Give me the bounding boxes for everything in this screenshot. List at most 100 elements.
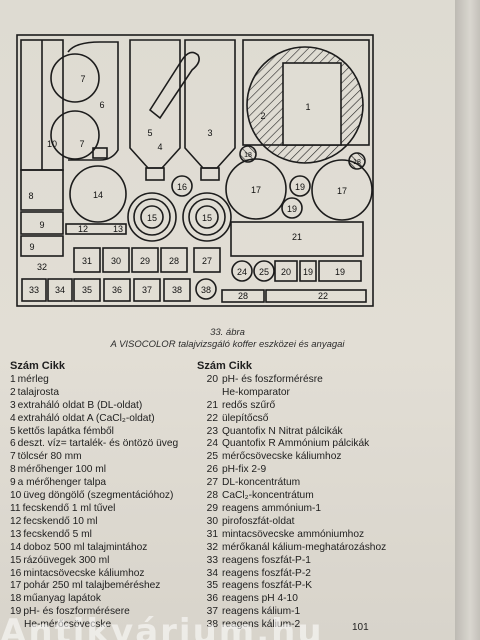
item-text: reagens kálium-2: [222, 619, 301, 631]
label-9b: 9: [29, 242, 34, 252]
item-number: 38: [206, 619, 218, 631]
label-7a: 7: [80, 74, 85, 84]
item-text: redős szűrő: [222, 399, 276, 411]
label-16: 16: [177, 182, 187, 192]
label-19d: 19: [335, 267, 345, 277]
item-text: reagens ammónium-1: [222, 502, 322, 514]
item-text: reagens foszfát-P-K: [222, 580, 313, 592]
funnel-7-bottom: [50, 110, 100, 160]
item-text: extraháló oldat A (CaCl₂-oldat): [17, 412, 155, 424]
item-number: 28: [206, 490, 218, 502]
label-30: 30: [111, 256, 121, 266]
item-text: mérőhenger 100 ml: [17, 464, 107, 476]
item-number: 9: [10, 477, 16, 489]
item-text: pH-fix 2-9: [222, 464, 267, 476]
watermark: Antikvárium.hu: [0, 612, 324, 640]
kit-diagram: 1 2 3 4 5 6 7 7 8 9 10 9 12 13 14 15 15 …: [16, 34, 374, 307]
item-text: mérleg: [17, 373, 49, 385]
item-number: 37: [206, 606, 218, 618]
item-text: mérőkanál kálium-meghatározáshoz: [222, 541, 387, 553]
wash-bottle: [67, 41, 119, 161]
item-number: 36: [206, 593, 218, 605]
item-text: tölcsér 80 mm: [17, 451, 82, 463]
item-text: üveg döngölő (szegmentációhoz): [23, 490, 174, 502]
list-item: He-komparator: [197, 387, 447, 400]
list-item: 23 Quantofix N Nitrat pálcikák: [197, 426, 447, 439]
item-number: 17: [10, 580, 22, 592]
item-number: 33: [206, 554, 218, 566]
item-number: 6: [10, 438, 16, 450]
list-item: 27 DL-koncentrátum: [197, 477, 447, 490]
item-text: Quantofix N Nitrat pálcikák: [222, 425, 343, 437]
bottle-4: [129, 39, 181, 169]
item-number: 3: [10, 399, 16, 411]
item-text: műanyag lapátok: [23, 593, 101, 605]
list-left-header: Szám Cikk: [10, 360, 66, 372]
item-text: DL-koncentrátum: [222, 477, 301, 489]
item-number: 11: [10, 502, 21, 514]
list-item: 26 pH-fix 2-9: [197, 464, 447, 477]
item-text: He-mérőcsövecske: [24, 619, 112, 631]
item-text: fecskendő 1 ml tűvel: [22, 502, 116, 514]
item-text: Quantofix R Ammónium pálcikák: [222, 438, 370, 450]
item-text: He-komparator: [222, 386, 290, 398]
label-33: 33: [29, 285, 39, 295]
item-number: 23: [206, 425, 218, 437]
list-right-header: Szám Cikk: [197, 360, 253, 372]
item-number: 19: [10, 606, 22, 618]
item-number: 26: [206, 464, 218, 476]
label-37: 37: [142, 285, 152, 295]
item-number: 7: [10, 451, 16, 463]
figure-number: 33. ábra: [210, 327, 245, 338]
label-34: 34: [55, 285, 65, 295]
figure-caption: A VISOCOLOR talajvizsgáló koffer eszköze…: [110, 339, 345, 350]
label-19c: 19: [303, 267, 313, 277]
label-38: 38: [172, 285, 182, 295]
label-5: 5: [147, 128, 152, 138]
book-edge: [455, 0, 480, 640]
item-number: 16: [10, 567, 22, 579]
label-20: 20: [281, 267, 291, 277]
diagram-labels: 1 2 3 4 5 6 7 7 8 9 10 9 12 13 14 15 15 …: [28, 74, 361, 301]
item-text: kettős lapátka fémből: [17, 425, 114, 437]
label-27: 27: [202, 256, 212, 266]
item-text: mintacsövecske káliumhoz: [23, 567, 145, 579]
list-item: 38 reagens kálium-2: [197, 619, 447, 632]
item-number: 27: [206, 477, 218, 489]
item-number: 24: [206, 438, 218, 450]
label-17a: 17: [251, 185, 261, 195]
label-18b: 18: [353, 159, 361, 166]
item-number: 31: [206, 528, 218, 540]
item-text: reagens kálium-1: [222, 606, 301, 618]
label-15a: 15: [147, 213, 157, 223]
item-number: 15: [10, 554, 22, 566]
label-22: 22: [318, 291, 328, 301]
label-28b: 28: [169, 256, 179, 266]
item-text: extraháló oldat B (DL-oldat): [17, 399, 143, 411]
funnel-7-top: [50, 53, 100, 103]
book-page: 1 2 3 4 5 6 7 7 8 9 10 9 12 13 14 15 15 …: [0, 0, 455, 640]
item-text: pohár 250 ml talajbeméréshez: [23, 580, 161, 592]
label-19b: 19: [287, 204, 297, 214]
item-text: reagens foszfát-P-2: [222, 567, 311, 579]
list-item: 37 reagens kálium-1: [197, 606, 447, 619]
